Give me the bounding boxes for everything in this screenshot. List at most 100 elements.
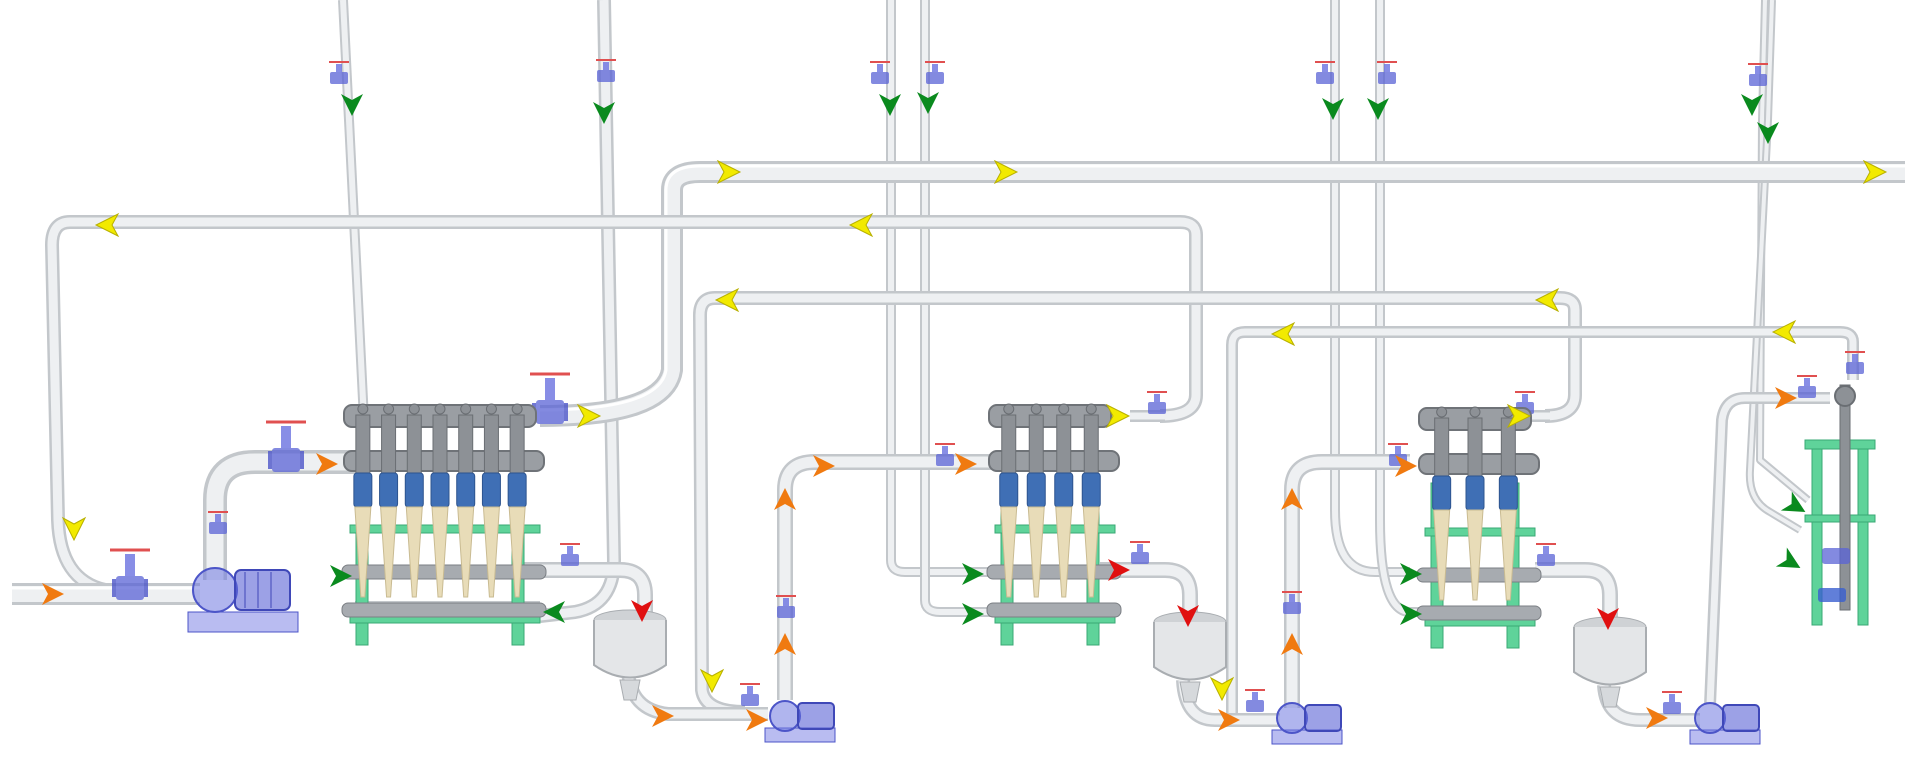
- feed-pump-stage-1: [187, 567, 299, 633]
- flow-arrow-yellow: [993, 159, 1019, 185]
- flow-arrow-green: [962, 603, 984, 625]
- flow-arrow-yellow: [1209, 676, 1235, 702]
- flow-arrow-green: [1780, 491, 1806, 512]
- flow-arrow-green: [1367, 98, 1389, 120]
- overflow-header-pipe: [539, 161, 1905, 427]
- hydrocyclone-bank-stage-3: [1416, 406, 1542, 649]
- sump-tank-3: [1573, 616, 1647, 708]
- hydrocyclone: [456, 403, 476, 598]
- flow-arrow-green: [1322, 98, 1344, 120]
- main-feed-pipe: [12, 583, 200, 605]
- flow-arrow-orange: [316, 453, 338, 475]
- sump-tank-2: [1153, 611, 1227, 703]
- flow-arrow-red: [1177, 605, 1199, 627]
- valve-icon: [1244, 689, 1266, 713]
- inlet-pipe-1: [338, 0, 369, 421]
- flow-arrow-orange: [1775, 387, 1797, 409]
- valve-icon: [1535, 543, 1557, 567]
- hydrocyclone: [379, 403, 399, 598]
- flow-arrow-green: [917, 92, 939, 114]
- flow-arrow-yellow: [1771, 319, 1797, 345]
- flow-arrow-orange: [955, 453, 977, 475]
- valve-icon: [1796, 375, 1818, 399]
- feed-pump-stage-2: [764, 700, 836, 743]
- flow-arrow-yellow: [716, 159, 742, 185]
- inlet-pipe-5: [1330, 0, 1410, 577]
- hydrocyclone-banks: [341, 403, 1542, 649]
- flow-arrow-yellow: [576, 403, 602, 429]
- gate-valve-icon: [264, 420, 308, 474]
- hydrocyclone: [999, 403, 1019, 598]
- flow-arrow-orange: [1218, 709, 1240, 731]
- flow-arrow-red: [631, 600, 653, 622]
- gate-valve-icon: [108, 548, 152, 602]
- flow-arrows: [42, 92, 1888, 731]
- flow-arrow-red: [1108, 559, 1130, 581]
- hydrocyclone: [404, 403, 424, 598]
- flow-arrow-orange: [774, 633, 796, 655]
- flow-arrow-green: [1400, 563, 1422, 585]
- flow-arrow-yellow: [1270, 321, 1296, 347]
- flow-arrow-green: [543, 601, 565, 623]
- flow-arrow-orange: [774, 488, 796, 510]
- flow-arrow-yellow: [714, 287, 740, 313]
- valve-icon: [1661, 691, 1683, 715]
- flow-arrow-yellow: [1534, 287, 1560, 313]
- flow-arrow-orange: [1395, 455, 1417, 477]
- flow-arrow-green: [962, 563, 984, 585]
- hydrocyclone: [1054, 403, 1074, 598]
- hydrocyclone: [1026, 403, 1046, 598]
- hydrocyclone: [1498, 406, 1518, 601]
- sump-tank-1: [593, 609, 667, 701]
- flow-arrow-green: [879, 94, 901, 116]
- flow-arrow-orange: [746, 709, 768, 731]
- flow-arrow-yellow: [1862, 159, 1888, 185]
- hydrocyclone: [1081, 403, 1101, 598]
- hydrocyclone-bank-stage-2: [986, 403, 1122, 646]
- flow-arrow-green: [1400, 603, 1422, 625]
- vertical-screen-unit: [1804, 384, 1876, 626]
- pumps: [187, 567, 1761, 745]
- hydrocyclone: [1432, 406, 1452, 601]
- flow-arrow-orange: [42, 583, 64, 605]
- flow-arrow-green: [341, 94, 363, 116]
- hydrocyclone-bank-stage-1: [341, 403, 547, 646]
- flow-arrow-orange: [1281, 633, 1303, 655]
- flow-arrow-yellow: [848, 212, 874, 238]
- flow-arrow-orange: [652, 705, 674, 727]
- hydrocyclone: [430, 403, 450, 598]
- flow-arrow-orange: [1281, 488, 1303, 510]
- flow-arrow-orange: [813, 455, 835, 477]
- return-pipe-1: [45, 215, 1203, 597]
- valve-icon: [1146, 391, 1168, 415]
- flow-arrow-yellow: [1506, 403, 1532, 429]
- flow-arrow-green: [1775, 547, 1801, 568]
- bank-3-underflow-pipe: [1535, 562, 1618, 625]
- pipe-network: [12, 0, 1905, 727]
- bank-2-underflow-pipe: [1100, 562, 1198, 620]
- hydrocyclone: [1465, 406, 1485, 601]
- pump-3-discharge-pipe: [1284, 454, 1410, 708]
- inlet-pipe-4: [920, 0, 990, 617]
- inlet-pipe-2: [539, 0, 621, 623]
- flow-arrow-yellow: [61, 516, 87, 542]
- feed-pump-stage-4: [1689, 702, 1761, 745]
- bank-1-underflow-pipe: [520, 562, 653, 615]
- hydrocyclone: [353, 403, 373, 598]
- feed-pump-stage-3: [1271, 702, 1343, 745]
- inlet-pipe-3: [886, 0, 990, 577]
- valve-icon: [739, 683, 761, 707]
- flow-arrow-green: [1741, 94, 1763, 116]
- inlet-pipe-6: [1375, 0, 1420, 617]
- inlet-pipe-8: [1745, 0, 1803, 534]
- flow-arrow-yellow: [94, 212, 120, 238]
- flow-arrow-yellow: [699, 668, 725, 694]
- valve-icon: [934, 443, 956, 467]
- flow-arrow-yellow: [1105, 403, 1131, 429]
- flow-arrow-green: [593, 102, 615, 124]
- sump-tanks: [593, 609, 1647, 708]
- valve-icon: [1129, 541, 1151, 565]
- flow-arrow-orange: [1646, 707, 1668, 729]
- hydrocyclone: [507, 403, 527, 598]
